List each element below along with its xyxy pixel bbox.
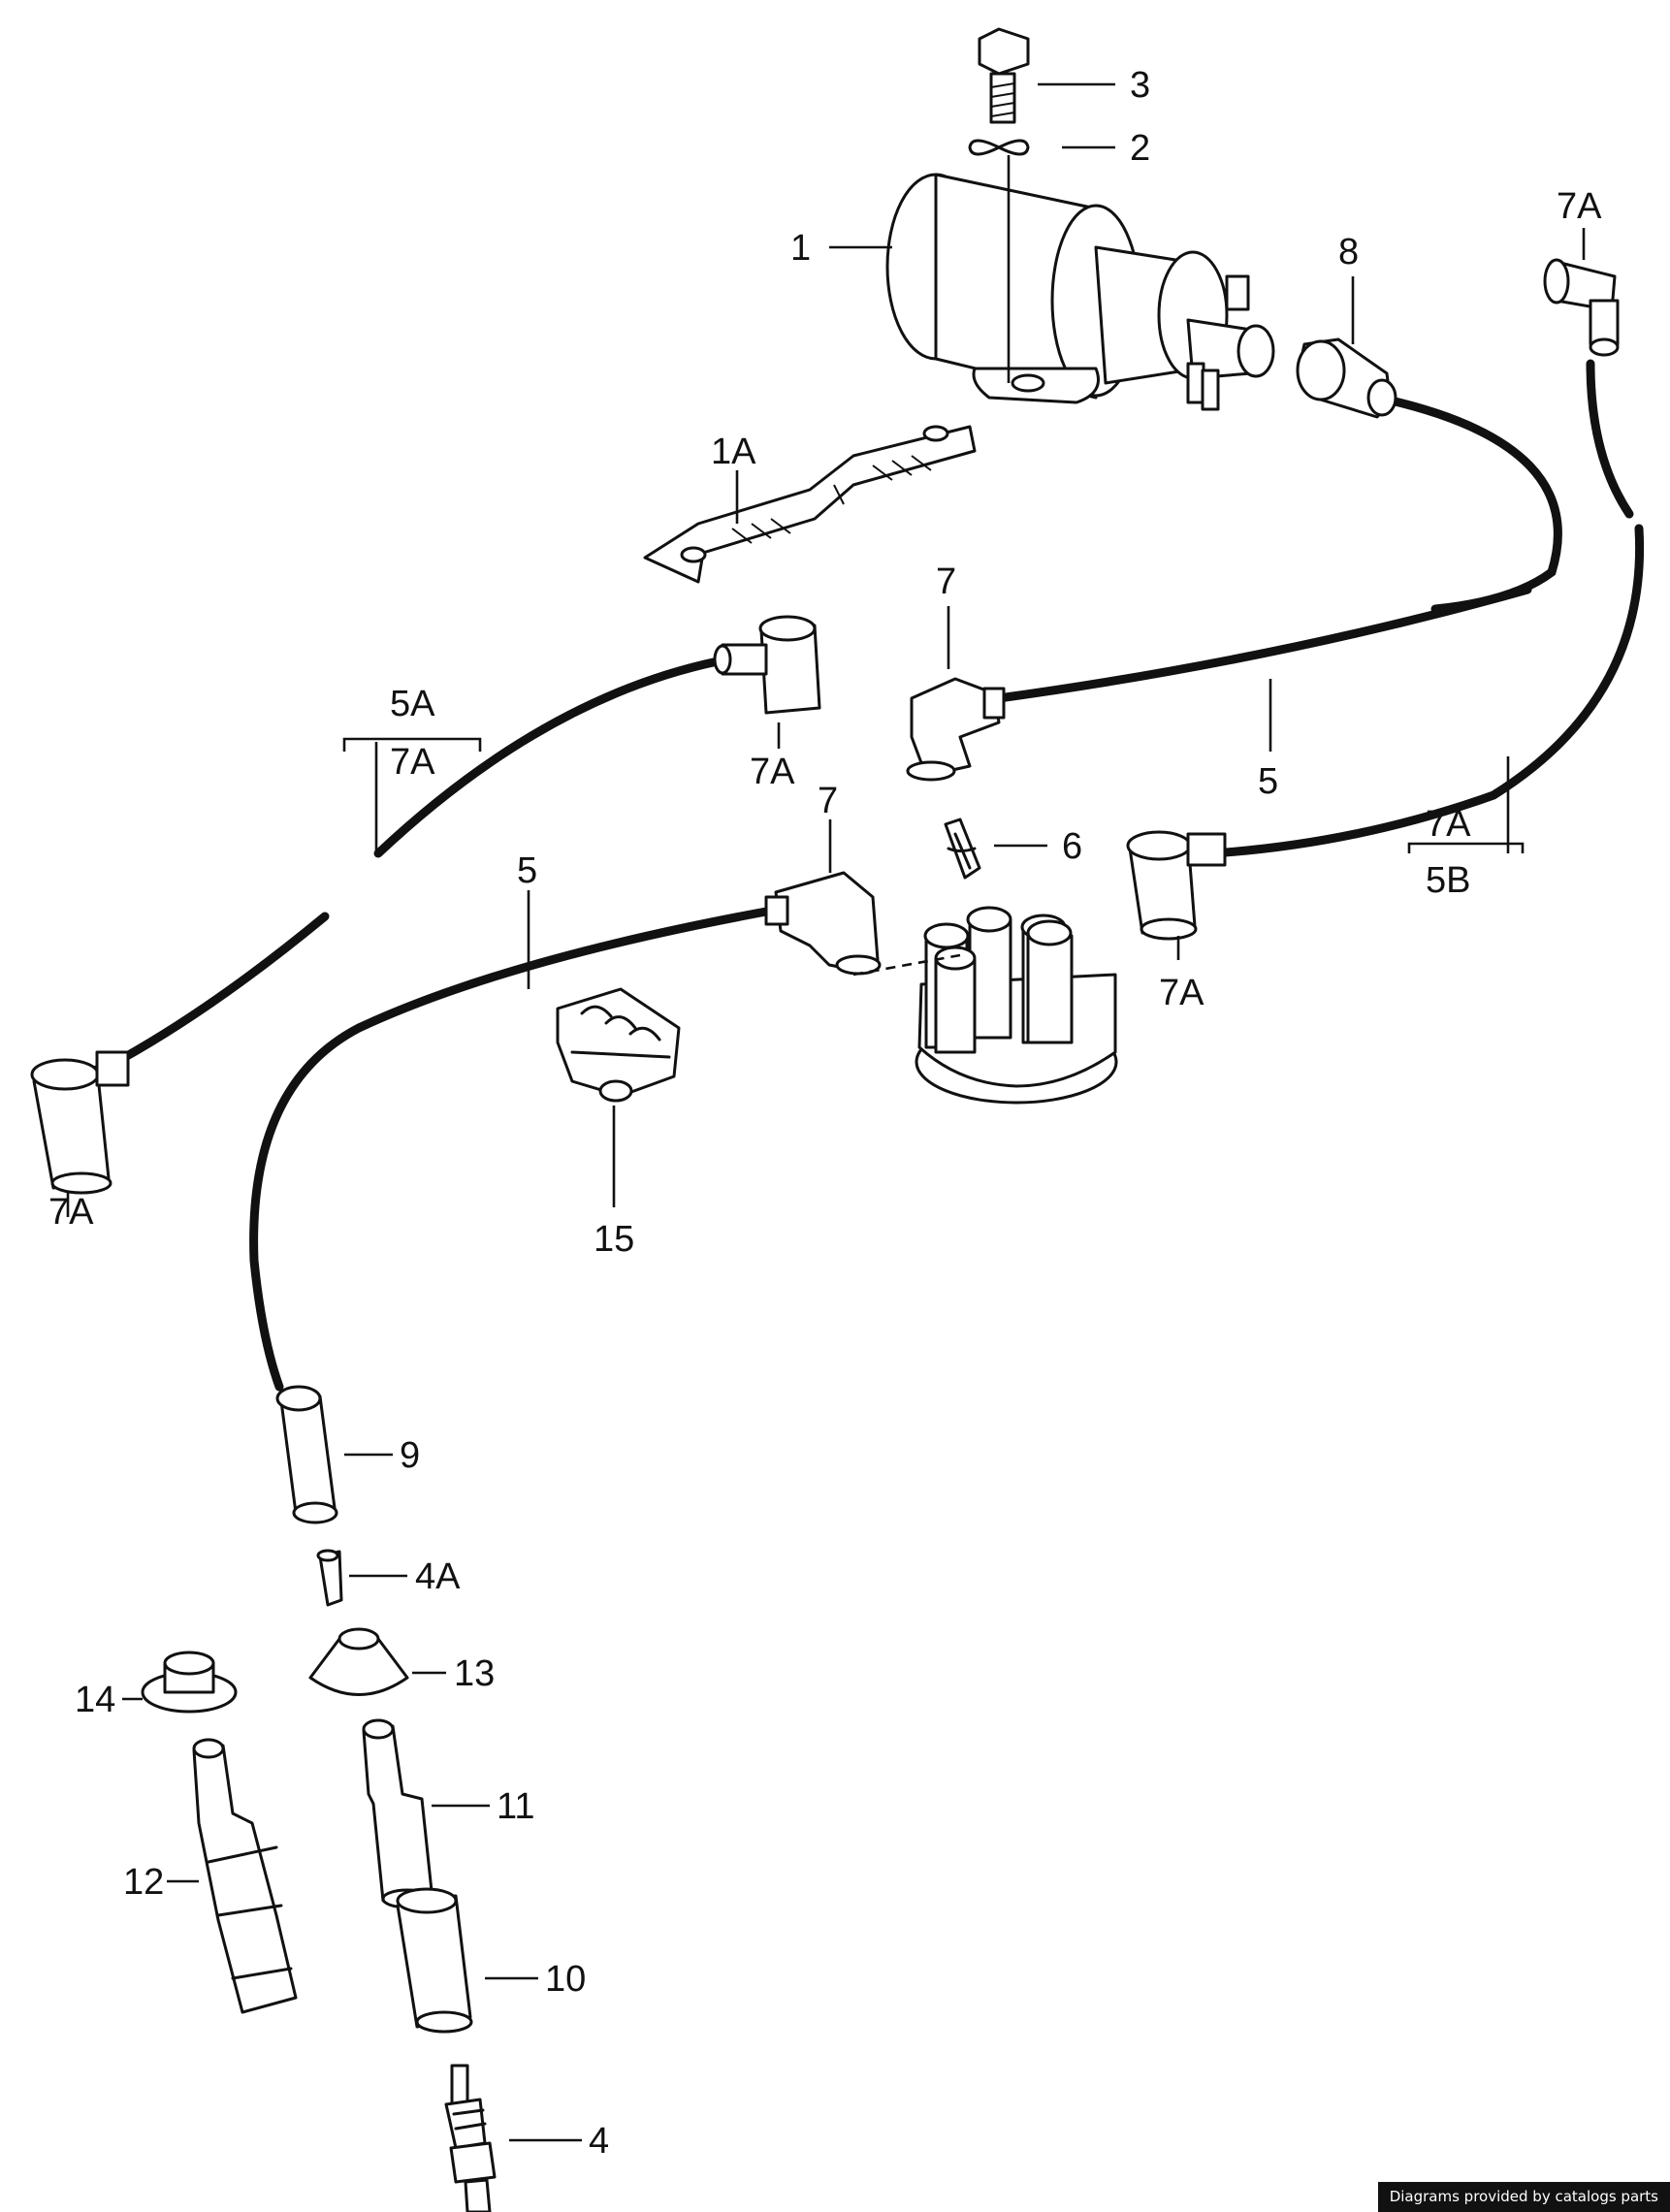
callout-1: 1 (790, 228, 811, 269)
callout-6: 6 (1062, 826, 1082, 867)
connector-7a-mid-top (713, 615, 821, 715)
connector-7a-left (30, 1050, 130, 1195)
callout-7-upper: 7 (936, 561, 956, 602)
callout-8: 8 (1338, 232, 1359, 272)
callout-2: 2 (1130, 128, 1150, 169)
callout-12: 12 (123, 1862, 164, 1903)
distributor-cap (915, 906, 1118, 1105)
callout-5-right: 5 (1258, 761, 1278, 802)
credit-badge: Diagrams provided by catalogs parts (1377, 2182, 1670, 2212)
connector-7a-right (1126, 830, 1227, 941)
suppressor (362, 1718, 434, 1909)
callout-7-lower: 7 (818, 781, 838, 821)
callout-4a: 4A (415, 1556, 461, 1597)
callout-7a-right: 7A (1159, 973, 1204, 1013)
callout-7a-top-right: 7A (1557, 186, 1602, 227)
callout-7a-brace-left: 7A (390, 742, 435, 783)
callout-3: 3 (1130, 65, 1150, 106)
connector-7a-top-right (1543, 258, 1620, 357)
grommet (141, 1651, 238, 1714)
connector-7-lower (764, 871, 882, 976)
callout-13: 13 (454, 1653, 495, 1694)
ground-strap (643, 425, 977, 584)
plug-boot (192, 1738, 298, 2014)
spark-plug (444, 2064, 497, 2212)
callout-7a-mid: 7A (750, 752, 795, 792)
ignition-coil (885, 173, 1275, 411)
callout-10: 10 (545, 1959, 586, 2000)
callout-7a-brace-right: 7A (1426, 804, 1471, 845)
callout-7a-left: 7A (48, 1192, 94, 1233)
callout-5a: 5A (390, 684, 435, 724)
callout-9: 9 (400, 1435, 420, 1476)
callout-labels: 3 2 1 1A 8 7A 7A 7 5 6 7 5 5A 7A 7A 5B 7… (48, 65, 1602, 2162)
callout-1a: 1A (711, 432, 756, 472)
coil-boot (1296, 337, 1397, 419)
plug-cap (396, 1887, 473, 2034)
seal-cone (308, 1627, 409, 1696)
plug-connector (275, 1385, 338, 1524)
clip (944, 817, 981, 880)
terminal (316, 1549, 343, 1607)
wires (112, 359, 1645, 1392)
callout-5b: 5B (1426, 860, 1470, 901)
washer-and-bolt (968, 27, 1030, 156)
callout-11: 11 (497, 1786, 534, 1827)
leader-lines (66, 82, 1586, 2142)
callout-4: 4 (589, 2121, 609, 2162)
callout-5-left: 5 (517, 850, 537, 891)
connector-7-upper (906, 677, 1006, 782)
callout-15: 15 (594, 1219, 634, 1260)
wire-holder (556, 987, 681, 1103)
callout-14: 14 (75, 1680, 115, 1720)
